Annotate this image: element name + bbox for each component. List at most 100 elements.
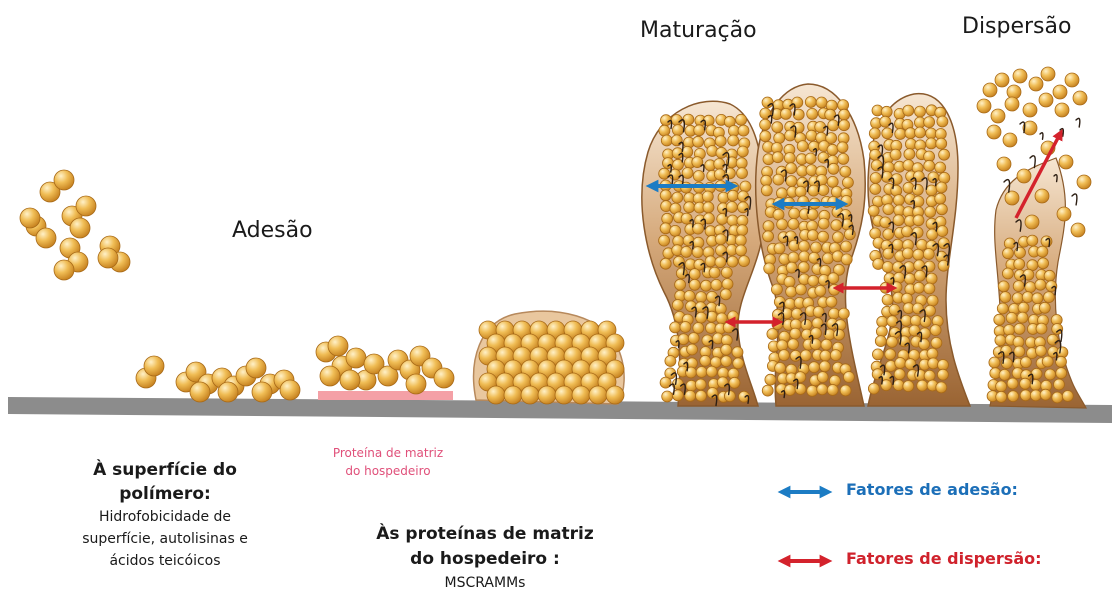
bacterium-cell [672,192,683,203]
bacterium-cell [938,260,949,271]
bacterium-cell [1037,246,1048,257]
bacterium-cell [917,380,928,391]
bacterium-cell [904,273,915,284]
bacterium-cell [903,381,914,392]
bacterium-cell [727,256,738,267]
polymer-title-line-1: À superfície do [40,458,290,482]
bacterium-cell [924,370,935,381]
bacterium-cell [696,312,707,323]
bacterium-cell [721,344,732,355]
bacterium-cell [732,347,743,358]
bacterium-cell [805,97,816,108]
bacterium-cell [914,270,925,281]
bacterium-cell [872,349,883,360]
bacterium-cell [715,234,726,245]
bacterium-cell [786,286,797,297]
bacterium-cell [1053,85,1067,99]
bacterium-cell [716,245,727,256]
host-title-line-1: Às proteínas de matriz [360,522,610,547]
bacterium-cell [790,350,801,361]
bacterium-cell [693,136,704,147]
host-proteins-block: Às proteínas de matriz do hospedeiro : M… [360,522,610,594]
bacterium-cell [881,106,892,117]
bacterium-cell [1004,325,1015,336]
bacterium-cell [709,267,720,278]
bacterium-cell [793,122,804,133]
bacterium-cell [826,296,837,307]
bacterium-cell [1007,378,1018,389]
bacterium-cell [777,340,788,351]
bacterium-cell [1071,223,1085,237]
bacterium-cell [701,280,712,291]
bacterium-cell [999,369,1010,380]
matrix-strand [1030,156,1035,168]
bacterium-cell [670,322,681,333]
bacterium-cell [722,279,733,290]
bacterium-cell [828,163,839,174]
bacterium-cell [771,284,782,295]
bacterium-cell [784,276,795,287]
bacterium-cell [870,184,881,195]
bacterium-cell [812,318,823,329]
bacterium-cell [1035,279,1046,290]
bacterium-cell [1014,346,1025,357]
bacterium-cell [837,142,848,153]
bacterium-cell [903,105,914,116]
bacterium-cell [683,235,694,246]
bacterium-cell [838,153,849,164]
bacterium-cell [1029,77,1043,91]
bacterium-cell [998,281,1009,292]
bacterium-cell [1057,207,1071,221]
bacterial-cells [20,67,1091,404]
polymer-body-line-2: superfície, autolisinas e [40,528,290,550]
matrix-strand [1072,194,1077,205]
bacterium-cell [997,157,1011,171]
bacterium-cell [928,172,939,183]
bacterium-cell [838,308,849,319]
bacterium-cell [1073,91,1087,105]
bacterium-cell [923,249,934,260]
bacterium-cell [715,136,726,147]
bacterium-cell [721,267,732,278]
bacterium-cell [761,185,772,196]
bacterium-cell [737,146,748,157]
bacterium-cell [727,215,738,226]
bacterium-cell [924,283,935,294]
bacterium-cell [919,339,930,350]
bacterium-cell [1041,236,1052,247]
bacterium-cell [1047,334,1058,345]
bacterium-cell [913,215,924,226]
bacterium-cell [875,336,886,347]
bacterium-cell [694,125,705,136]
bacterium-cell [841,254,852,265]
bacterium-cell [434,368,454,388]
bacterium-cell [662,391,673,402]
bacterium-cell [1018,302,1029,313]
bacterium-cell [774,243,785,254]
bacterium-cell [887,316,898,327]
bacterium-cell [996,381,1007,392]
bacterium-cell [977,99,991,113]
bacterium-cell [840,166,851,177]
bacterium-cell [1014,323,1025,334]
bacterium-cell [937,369,948,380]
bacterium-cell [870,173,881,184]
bacterium-cell [1042,356,1053,367]
bacterium-cell [928,358,939,369]
bacterium-cell [786,163,797,174]
bacterium-cell [246,358,266,378]
bacterium-cell [983,83,997,97]
bacterium-cell [780,108,791,119]
bacterium-cell [538,386,556,404]
bacterium-cell [1040,389,1051,400]
bacterium-cell [1023,103,1037,117]
bacterium-cell [841,241,852,252]
bacterium-cell [827,144,838,155]
bacterium-cell [1052,392,1063,403]
bacterium-cell [834,329,845,340]
bacterium-cell [1030,390,1041,401]
bacterium-cell [736,114,747,125]
bacterium-cell [715,257,726,268]
bacterium-cell [1030,380,1041,391]
bacterium-cell [925,305,936,316]
